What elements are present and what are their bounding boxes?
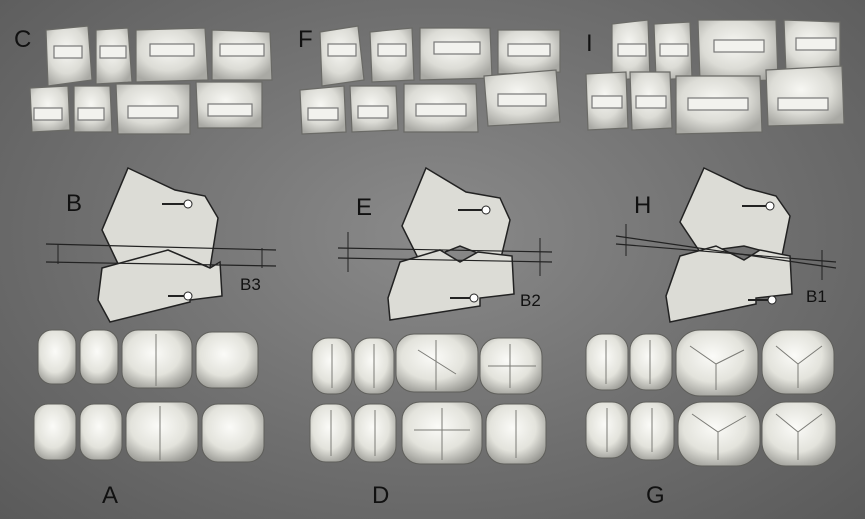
panel-label-a: A [102, 484, 118, 508]
occlusal-view-a [34, 330, 264, 462]
panel-label-i: I [586, 32, 593, 56]
panel-label-g: G [646, 484, 665, 508]
cast-model-i [586, 20, 844, 134]
panel-label-d: D [372, 484, 389, 508]
panel-label-h: H [634, 194, 651, 218]
panel-label-c: C [14, 28, 31, 52]
dimension-label-b3: B3 [240, 276, 261, 294]
panel-label-b: B [66, 192, 82, 216]
cast-model-f [300, 26, 560, 134]
dimension-label-b1: B1 [806, 288, 827, 306]
panel-label-e: E [356, 196, 372, 220]
dimension-label-b2: B2 [520, 292, 541, 310]
occlusal-view-g [586, 330, 836, 466]
occlusal-view-d [310, 334, 546, 464]
panel-label-f: F [298, 28, 313, 52]
cast-model-c [30, 26, 272, 134]
